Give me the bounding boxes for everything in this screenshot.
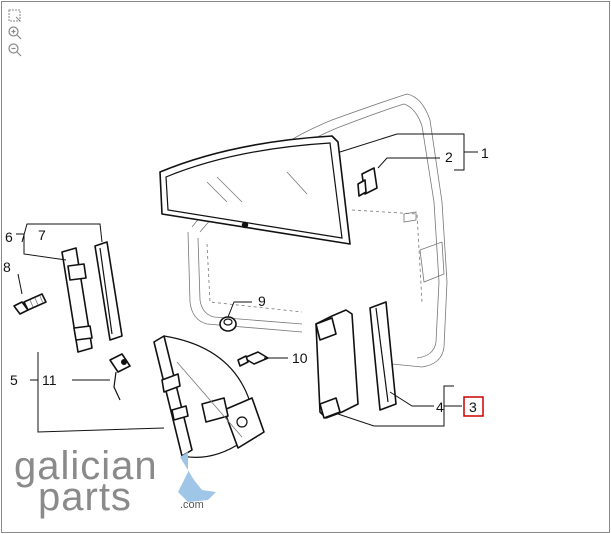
callout-8: 8 [3, 259, 11, 275]
guide-channel-part [94, 241, 123, 341]
guide-clip-part [357, 167, 378, 197]
logo-map-shape [178, 452, 216, 502]
callout-10: 10 [292, 350, 308, 366]
callout-numbers: 1 2 3 4 5 6 7 8 9 10 11 [3, 145, 489, 417]
zoom-in-icon[interactable] [7, 25, 23, 41]
window-glass-part [159, 135, 351, 245]
rail-part [61, 247, 93, 353]
callout-1: 1 [481, 145, 489, 161]
logo-text-suffix: .com [180, 499, 204, 511]
seal-strip-part [369, 301, 397, 411]
callout-3[interactable]: 3 [469, 399, 477, 415]
bolt-part [13, 293, 47, 315]
callout-6: 6 [5, 229, 13, 245]
callout-3-highlight-box [463, 396, 484, 417]
callout-11: 11 [42, 372, 57, 388]
grommet-part [219, 316, 237, 332]
connector-part [237, 351, 269, 367]
callout-7: 7 [38, 227, 46, 243]
logo-text-line1: galician [14, 444, 158, 488]
callout-5: 5 [10, 372, 18, 388]
zoom-out-icon[interactable] [7, 42, 23, 58]
callout-9: 9 [258, 293, 266, 309]
callout-4: 4 [436, 399, 444, 415]
fit-page-icon[interactable] [7, 8, 23, 24]
callout-2: 2 [445, 149, 453, 165]
actuator-part [109, 353, 131, 401]
rear-bracket-part [315, 309, 359, 419]
logo-text-line2: parts [38, 475, 132, 519]
window-regulator-part [153, 335, 265, 458]
leader-lines [16, 133, 478, 433]
galicianparts-logo: galician parts .com [14, 444, 216, 519]
viewer-toolbar [7, 8, 25, 59]
